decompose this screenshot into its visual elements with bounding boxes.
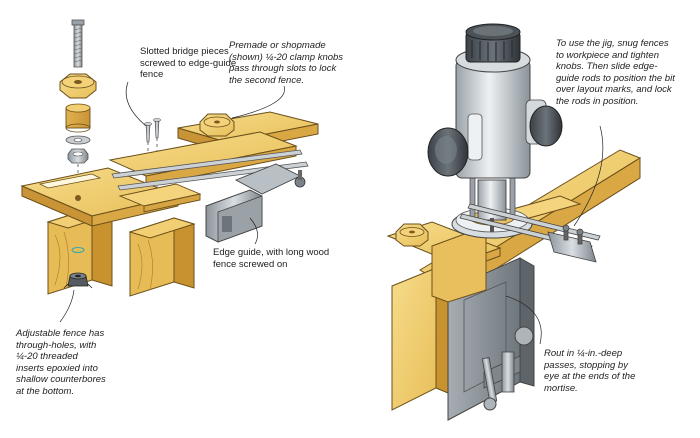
left-leader-lines xyxy=(59,81,285,323)
router-motor xyxy=(455,23,547,179)
callout-rout: Rout in ¼-in.-deep passes, stopping by e… xyxy=(544,348,636,394)
carriage-bolt xyxy=(71,19,85,68)
slotted-bridge xyxy=(118,183,202,213)
router-handles xyxy=(427,105,563,177)
edge-guide-rods xyxy=(111,149,309,191)
left-exploded-jig xyxy=(20,19,319,297)
clamp-knob-right xyxy=(395,223,429,247)
callout-bridge: Slotted bridge pieces screwed to edge-gu… xyxy=(140,46,237,80)
washer xyxy=(65,135,91,145)
callout-knobs: Premade or shopmade (shown) ¼-20 clamp k… xyxy=(229,40,344,86)
screws xyxy=(144,118,161,143)
right-edge-guide-rods xyxy=(459,203,601,263)
right-assembled-jig xyxy=(386,23,642,421)
callout-use: To use the jig, snug fences to workpiece… xyxy=(556,38,675,107)
wood-legs xyxy=(46,207,196,297)
callout-edge-guide: Edge guide, with long wood fence screwed… xyxy=(213,247,330,270)
callout-fence: Adjustable fence has through-holes, with… xyxy=(16,328,106,397)
clamp-knob-top xyxy=(199,113,235,137)
counterbore-mark xyxy=(71,247,85,253)
wood-spacer xyxy=(65,103,91,133)
edge-guide-body xyxy=(205,163,306,243)
hex-nut xyxy=(67,148,89,164)
router-base xyxy=(451,169,533,239)
right-leader-lines xyxy=(505,125,604,345)
star-knob xyxy=(59,73,97,99)
threaded-insert xyxy=(63,272,93,289)
